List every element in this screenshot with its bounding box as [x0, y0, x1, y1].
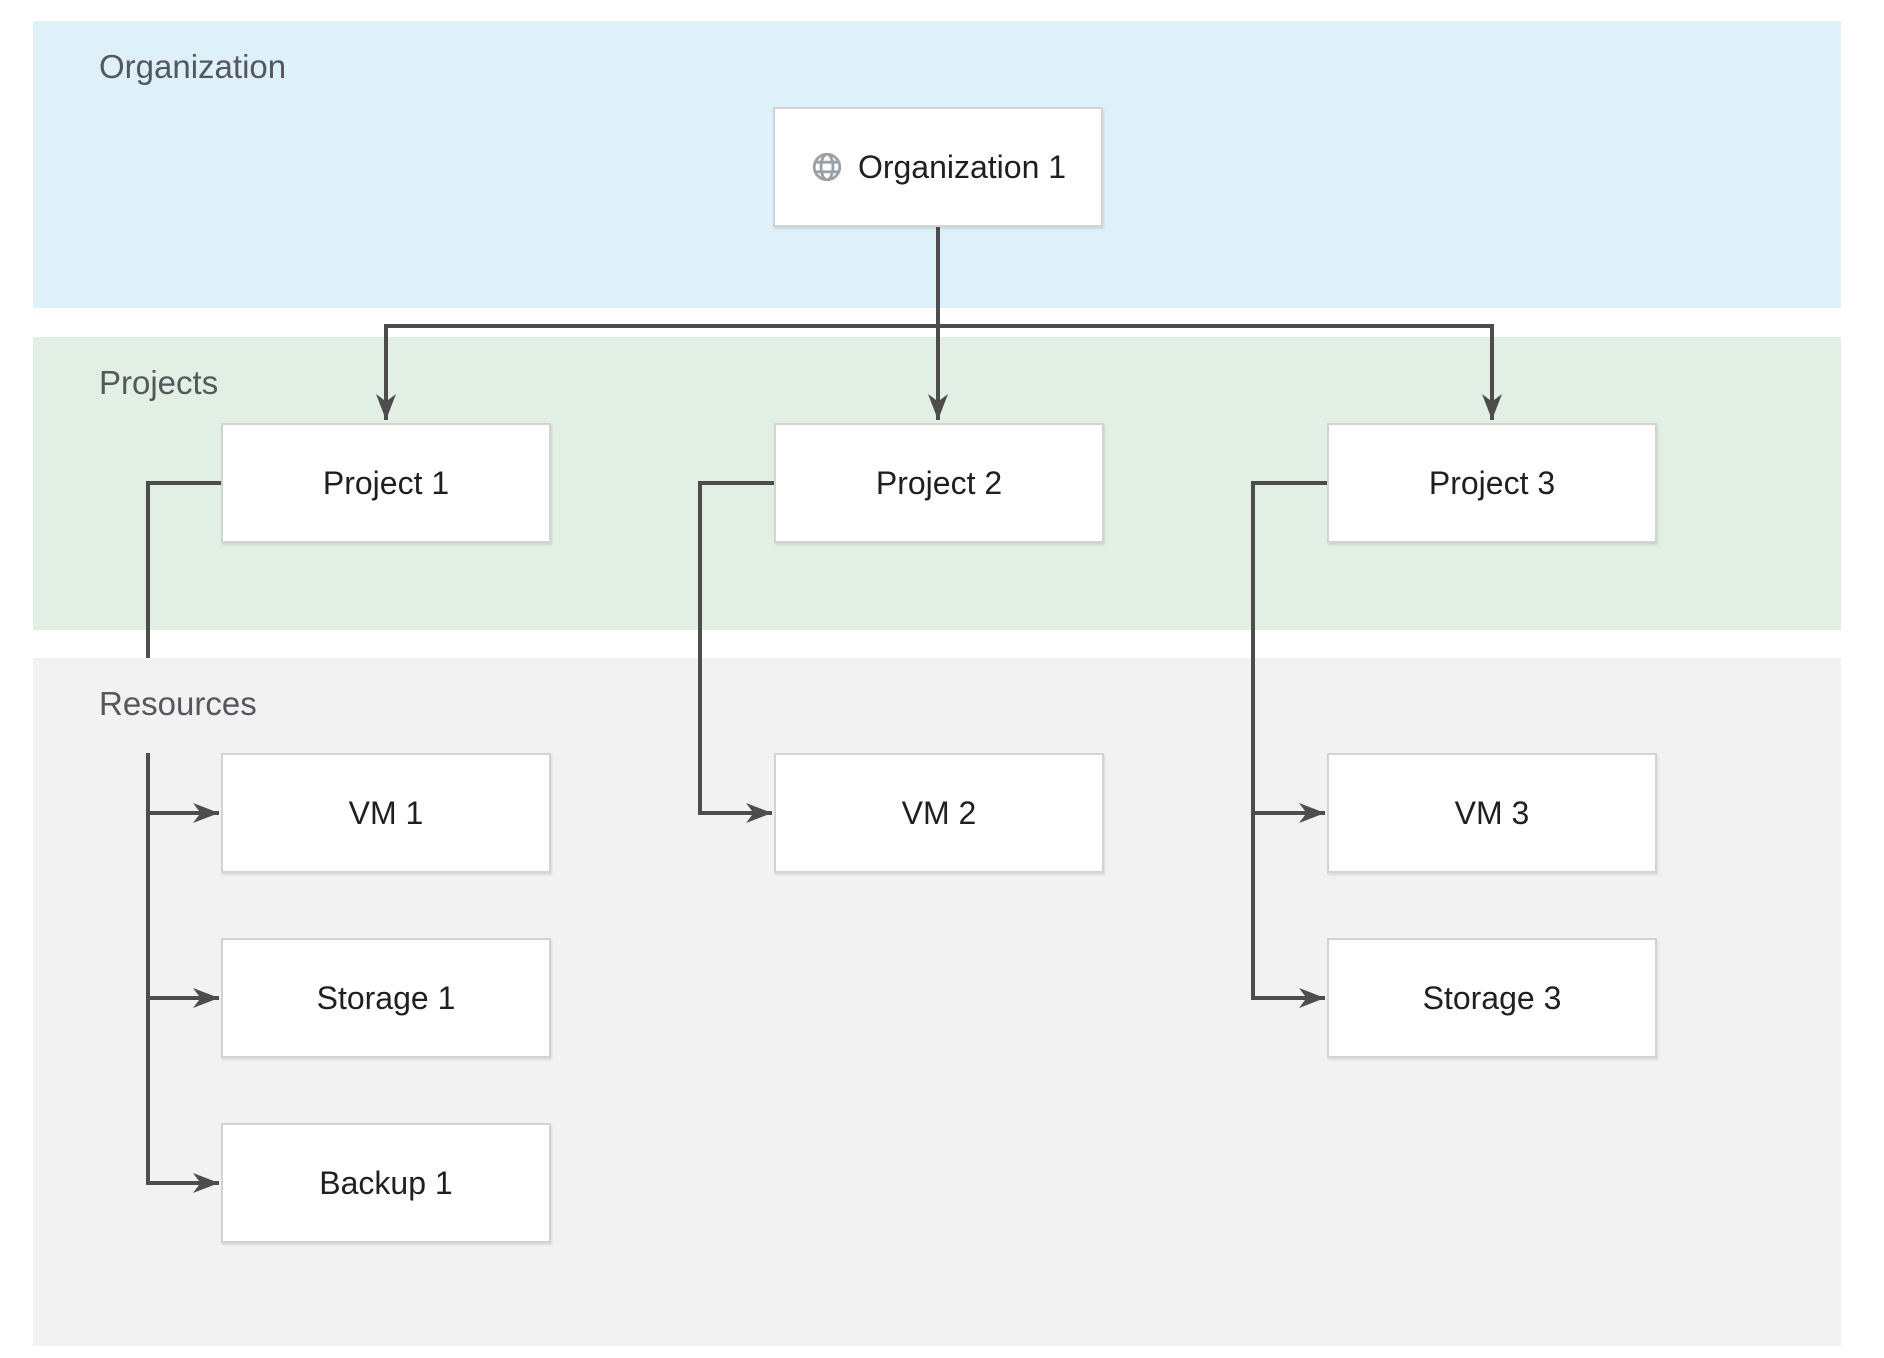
node-label: VM 3: [1454, 794, 1530, 831]
node-backup-1: Backup 1: [221, 1123, 551, 1243]
node-project-3: Project 3: [1327, 423, 1657, 543]
node-label: VM 1: [348, 794, 424, 831]
projects-band-label: Projects: [99, 364, 219, 401]
node-label: Project 2: [875, 464, 1003, 501]
node-label: Organization 1: [857, 148, 1067, 185]
node-storage-3: Storage 3: [1327, 938, 1657, 1058]
node-organization-1: Organization 1: [773, 107, 1103, 227]
node-vm-1: VM 1: [221, 753, 551, 873]
node-label: Project 3: [1428, 464, 1556, 501]
node-vm-3: VM 3: [1327, 753, 1657, 873]
node-label: VM 2: [901, 794, 977, 831]
node-label: Storage 3: [1422, 979, 1562, 1016]
node-storage-1: Storage 1: [221, 938, 551, 1058]
resources-band-label: Resources: [99, 685, 257, 722]
globe-icon: [812, 152, 842, 182]
node-label: Project 1: [322, 464, 450, 501]
node-project-2: Project 2: [774, 423, 1104, 543]
node-label: Storage 1: [316, 979, 456, 1016]
node-label: Backup 1: [319, 1164, 453, 1201]
node-project-1: Project 1: [221, 423, 551, 543]
node-vm-2: VM 2: [774, 753, 1104, 873]
organization-band-label: Organization: [99, 48, 287, 85]
